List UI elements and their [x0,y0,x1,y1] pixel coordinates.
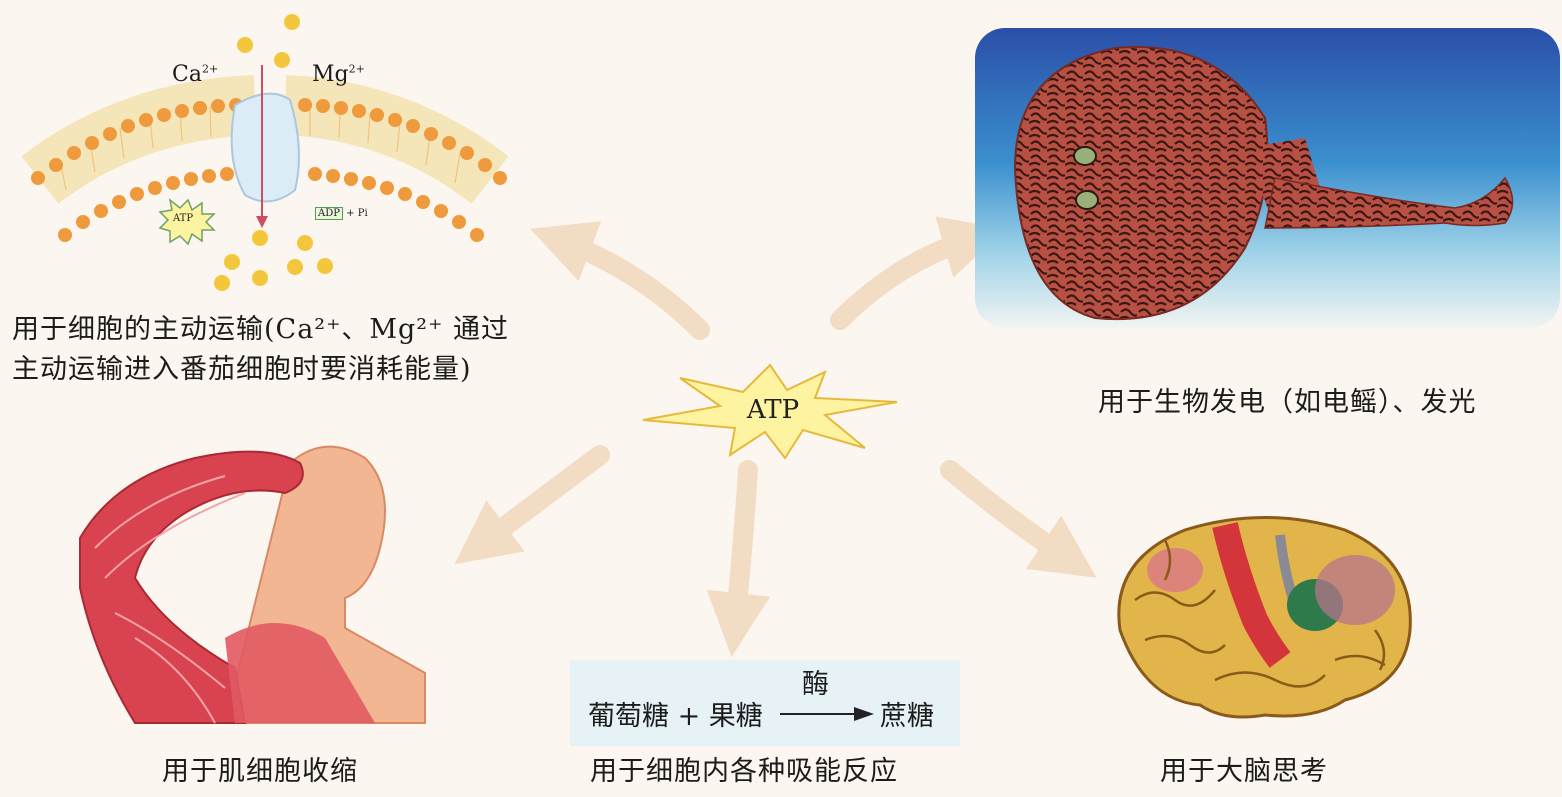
muscle-illustration [75,438,430,728]
arrow-to-muscle [480,455,600,545]
caption-active-transport: 用于细胞的主动运输(Ca²⁺、Mg²⁺ 通过 主动运输进入番茄细胞时要消耗能量) [12,310,509,390]
ion-label-mg: Mg2+ [312,62,365,87]
atp-label: ATP [738,395,808,425]
ion-label-ca: Ca2+ [172,62,218,87]
reaction-arrow [780,706,875,722]
arrow-to-reactions [735,470,748,625]
caption-active-transport-line2: 主动运输进入番茄细胞时要消耗能量) [12,350,509,390]
brain-illustration [1105,510,1425,725]
adp-tag: ADP + Pi [315,208,368,219]
ions-inside [214,230,333,291]
caption-brain-thinking: 用于大脑思考 [1160,752,1328,792]
caption-active-transport-line1: 用于细胞的主动运输(Ca²⁺、Mg²⁺ 通过 [12,310,509,350]
equation-box: 葡萄糖 + 果糖 酶 蔗糖 [570,660,960,746]
caption-endergonic-reactions: 用于细胞内各种吸能反应 [590,752,898,792]
caption-bioelectricity: 用于生物发电（如电鳐）、发光 [1098,383,1477,423]
atp-tag: ATP [173,213,193,224]
arrow-to-transport [560,240,700,330]
ions-outside [237,14,300,68]
arrow-to-brain [950,470,1070,560]
equation-product: 蔗糖 [880,694,934,733]
carrier-protein [232,94,299,202]
membrane-transport-illustration: Ca2+ Mg2+ ATP ADP + Pi [20,10,520,300]
electric-ray-illustration [975,28,1560,328]
equation-enzyme: 酶 [802,662,829,701]
arrow-to-electric [840,238,975,320]
equation-reactants: 葡萄糖 + 果糖 [588,694,763,733]
caption-muscle-contraction: 用于肌细胞收缩 [162,752,358,792]
